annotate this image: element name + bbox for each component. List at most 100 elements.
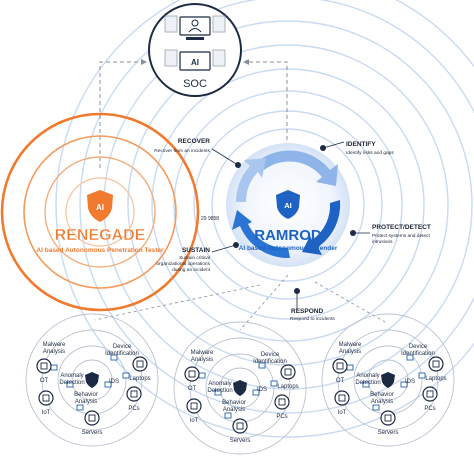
module-box [198,372,206,379]
module-malware-label: Analysis [339,349,361,355]
soc-label: SOC [183,78,207,90]
ot-device-icon [184,366,200,382]
shield-icon: AI [276,190,300,219]
module-ring [71,359,113,401]
module-iot-label: IoT [42,410,51,416]
module-box [122,372,130,379]
phase-recover: RECOVER Recover from an incidents [154,138,241,168]
module-box [362,381,370,388]
soc-ai-label: AI [191,58,199,67]
module-behavior-label: Behavior [222,400,246,406]
module-pcs-label: PCs [424,406,435,412]
phase-identify-title: IDENTIFY [346,141,376,148]
network-module: MalwareAnalysisDeviceIdentificationAnoma… [25,313,159,447]
server-icon [84,410,100,426]
iot-device-icon [334,390,350,406]
module-anomaly-label: Anomaly [356,373,379,379]
ramrod-node: AI RAMROD AI based Autonomous Defender [226,143,350,267]
module-iot-label: IoT [190,418,199,424]
module-ot-label: OT [188,386,197,392]
phase-protect-desc-1: Protect systems and detect [372,233,431,239]
iot-device-icon [186,398,202,414]
module-behavior-label: Analysis [75,399,97,405]
module-ids-label: IDS [257,387,267,393]
pc-icon [422,386,438,402]
phase-sustain-desc-2: organizational operations [156,261,210,267]
module-behavior-label: Behavior [74,392,98,398]
module-box [224,412,232,419]
module-box [214,389,222,396]
phase-sustain-desc-3: during an incident [172,267,211,273]
shield-icon [381,372,395,388]
soc-node: AI SOC [148,3,242,97]
ai-computer-icon: AI [179,51,211,71]
module-ot-label: OT [336,378,345,384]
module-ring [25,313,159,447]
module-box [110,354,118,361]
module-box [50,364,58,371]
module-ring [189,337,291,439]
ramrod-subtitle: AI based Autonomous Defender [239,245,338,252]
module-box [104,381,112,388]
module-pcs-label: PCs [276,414,287,420]
renegade-node: AI RENEGADE AI based Autonomous Penetrat… [0,112,200,312]
module-ring [337,329,439,431]
module-ring [173,321,307,455]
phase-respond: RESPOND Respond to incidents [290,288,335,322]
side-label: 29 9858 [201,216,219,222]
phase-identify: IDENTIFY Identify risks and gaps [320,141,394,156]
phase-identify-desc: Identify risks and gaps [346,150,394,156]
module-box [400,381,408,388]
phase-respond-desc: Respond to incidents [290,316,335,322]
phase-sustain: SUSTAIN Sustain critical organizational … [156,242,239,273]
renegade-title: RENEGADE [55,227,146,244]
module-servers-label: Servers [82,430,103,436]
monitor-icon [179,16,211,40]
phase-respond-title: RESPOND [291,308,323,315]
module-device-id-label: Identification [253,359,287,365]
module-malware-label: Analysis [191,357,213,363]
network-module: MalwareAnalysisDeviceIdentificationAnoma… [173,321,307,455]
soc-links [99,59,288,175]
ot-device-icon [36,358,52,374]
ramrod-ai-badge: AI [284,201,292,210]
module-device-id-label: Identification [105,351,139,357]
module-servers-label: Servers [378,430,399,436]
module-iot-label: IoT [338,410,347,416]
module-ring [219,367,261,409]
module-box [406,354,414,361]
laptop-icon [428,356,444,372]
phase-sustain-title: SUSTAIN [182,247,210,254]
server-icon [380,410,396,426]
module-box [252,389,260,396]
laptop-icon [280,364,296,380]
shield-icon [233,380,247,396]
module-malware-label: Malware [339,342,362,348]
renegade-subtitle: AI based Autonomous Penetration Tester [36,247,164,254]
module-box [346,364,354,371]
ramrod-title: RAMROD [254,227,322,244]
module-ring [41,329,143,431]
module-ids-label: IDS [109,379,119,385]
shield-icon [85,372,99,388]
server-icon [164,15,226,67]
ot-device-icon [332,358,348,374]
module-laptops-label: Laptops [277,384,298,390]
phase-protect-desc-2: intrusions [372,239,393,245]
phase-sustain-desc-1: Sustain critical [179,255,210,261]
module-behavior-label: Behavior [370,392,394,398]
cycle-arrows [232,150,341,259]
module-behavior-label: Analysis [371,399,393,405]
module-box [66,381,74,388]
module-servers-label: Servers [230,438,251,444]
module-box [258,362,266,369]
module-laptops-label: Laptops [425,376,446,382]
module-ring [367,359,409,401]
module-malware-label: Malware [43,342,66,348]
server-icon [232,418,248,434]
module-box [372,404,380,411]
module-ids-label: IDS [405,379,415,385]
module-device-id-label: Device [409,344,428,350]
shield-icon: AI [87,190,113,222]
